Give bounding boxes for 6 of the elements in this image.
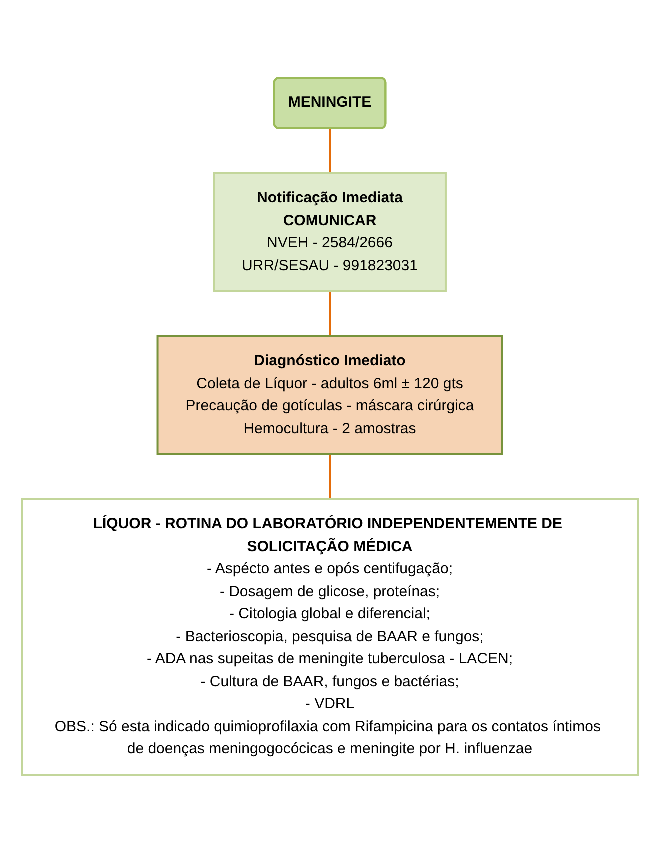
connector — [329, 292, 331, 336]
connector — [329, 454, 331, 500]
connector — [329, 128, 332, 174]
node-box: LÍQUOR - ROTINA DO LABORATÓRIO INDEPENDENTEMENTE DE SOLICITAÇÃO MÉDICA - Aspécto antes e opós centifugação; - Dosagem de glicose, proteínas; - Citologia global e diferencial; - Bacterioscopia, pesquisa de BAAR e fungos; - ADA nas supeitas de meningite tuberculosa - LACEN; - Cultura de BAAR, fungos e bactérias; - VDRL OBS.: Só esta indicado quimioprofilaxia com Rifampicina para os contatos íntimos de doenças meningogocócicas e meningite por H. influenzae — [21, 498, 639, 776]
node-box: Diagnóstico Imediato Coleta de Líquor - adultos 6ml ± 120 gts Precaução de gotículas - máscara cirúrgica Hemocultura - 2 amostras — [156, 336, 504, 456]
node-box: Notificação Imediata COMUNICAR NVEH - 2584/2666 URR/SESAU - 991823031 — [213, 172, 447, 292]
